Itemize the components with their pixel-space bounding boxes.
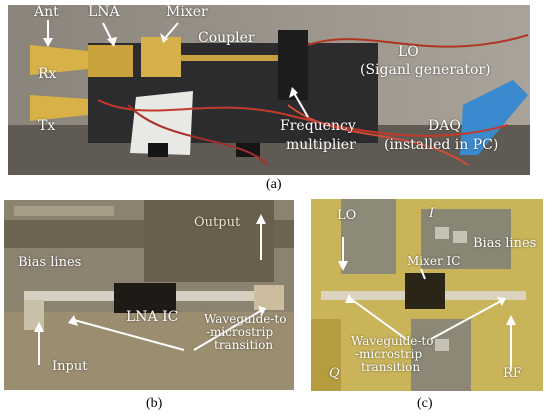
transition-label-3: transition [214,338,274,352]
caption-c: (c) [417,396,433,411]
rx-label: Rx [38,66,57,82]
coupler-label: Coupler [198,30,255,46]
paper-sheet [130,91,193,155]
lna-module [88,45,133,77]
transition-label: Waveguide-to [204,312,287,326]
lna-ic-label: LNA IC [126,309,179,325]
lo-label-2: (Siganl generator) [360,62,491,78]
frequency-multiplier-label-2: multiplier [286,137,356,153]
input-label: Input [52,359,88,374]
daq-cable [460,80,528,155]
lo-label: LO [398,44,419,60]
daq-label-2: (installed in PC) [384,137,499,153]
bias-lines-label: Bias lines [473,236,537,251]
output-label: Output [194,215,241,230]
lna-label: LNA [88,5,120,20]
lna-micrograph-graphic [4,200,294,390]
lo-port-label: LO [337,208,357,223]
i-port-label: I [429,206,435,221]
q-port-label: Q [329,366,340,381]
bias-lines-label: Bias lines [18,255,82,270]
ant-label: Ant [34,5,59,20]
support-foot [148,143,168,157]
support-foot [236,143,260,157]
daq-label: DAQ [428,118,461,134]
mixer-label: Mixer [166,5,208,20]
rf-port-label: RF [503,366,522,381]
mixer-micrograph-graphic [311,199,543,391]
transition-label-2: -microstrip [206,325,274,339]
mixer-chip-micrograph: LO I Mixer IC Bias lines Waveguide-to -m… [311,199,543,391]
lna-chip-micrograph: Output Bias lines LNA IC Input Waveguide… [4,200,294,390]
setup-photo-graphic [8,5,530,175]
transition-label-3: transition [361,360,421,374]
tx-horn-antenna [30,95,88,121]
mixer-module [141,37,181,77]
rx-horn-antenna [30,45,88,75]
transition-label-2: -microstrip [355,347,423,361]
caption-a: (a) [266,177,282,192]
waveguide-coupler [181,55,301,61]
transition-label: Waveguide-to [351,334,434,348]
mixer-ic-label: Mixer IC [407,254,461,268]
tx-label: Tx [38,118,56,134]
frequency-multiplier-label: Frequency [280,118,356,134]
caption-b: (b) [146,396,163,411]
measurement-setup-photo: Ant LNA Mixer Rx Tx Coupler LO (Siganl g… [8,5,530,175]
lna-ic-chip [114,283,176,313]
